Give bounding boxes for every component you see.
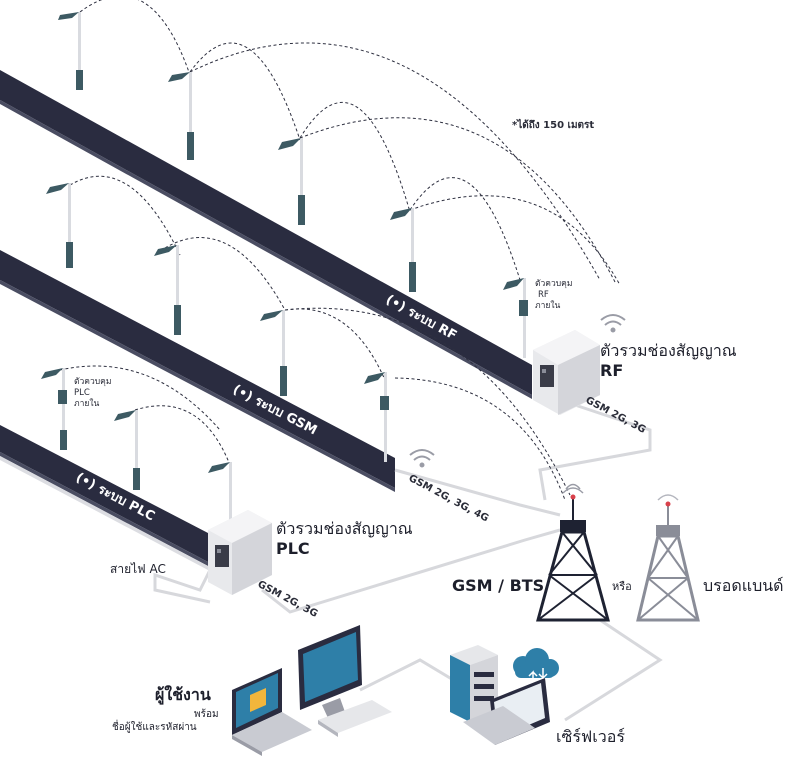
gsm-bts-label: GSM / BTS bbox=[452, 576, 544, 595]
rf-concentrator-title: ตัวรวมช่องสัญญาณ bbox=[600, 341, 737, 360]
rf-ribbon: (•) ระบบ RF bbox=[0, 70, 532, 399]
streetlight-rf-3 bbox=[278, 138, 305, 225]
server-laptop bbox=[463, 678, 550, 745]
rf-link-label: GSM 2G, 3G bbox=[584, 395, 648, 436]
streetlight-plc-2 bbox=[114, 410, 140, 490]
bts-server-line bbox=[564, 618, 663, 722]
streetlight-gsm-3 bbox=[260, 310, 287, 396]
svg-text:ภายใน: ภายใน bbox=[535, 300, 561, 311]
internal-rf-controller-label: ตัวควบคุม RF ภายใน bbox=[535, 279, 572, 311]
streetlight-rf-4 bbox=[390, 208, 416, 292]
svg-text:ภายใน: ภายใน bbox=[74, 398, 100, 409]
server-rack bbox=[450, 645, 498, 722]
user-label: ผู้ใช้งาน bbox=[155, 685, 211, 706]
user-sub2: ชื่อผู้ใช้และรหัสผ่าน bbox=[112, 719, 197, 733]
streetlight-rf-1 bbox=[58, 12, 83, 90]
rf-arcs bbox=[59, 0, 621, 501]
laptop bbox=[232, 668, 312, 756]
connection-lines bbox=[153, 403, 663, 722]
streetlight-rf-5 bbox=[503, 278, 528, 358]
gsm-link-line bbox=[394, 468, 561, 517]
ac-power-line-label: สายไฟ AC bbox=[110, 562, 166, 576]
rf-wifi-icon bbox=[600, 314, 626, 333]
plc-concentrator-box bbox=[208, 510, 272, 595]
gsm-bts-tower bbox=[536, 483, 610, 622]
plc-link-label: GSM 2G, 3G bbox=[256, 579, 320, 620]
internal-plc-controller-label: ตัวควบคุม PLC ภายใน bbox=[74, 377, 111, 409]
ac-line bbox=[153, 569, 212, 604]
range-note: *ได้ถึง 150 เมตรt bbox=[512, 118, 594, 131]
rf-concentrator-box bbox=[533, 330, 600, 415]
streetlight-gsm-2 bbox=[154, 245, 181, 335]
or-label: หรือ bbox=[612, 580, 632, 593]
streetlight-plc-3 bbox=[208, 462, 232, 527]
broadband-tower bbox=[636, 494, 700, 622]
plc-concentrator-title: ตัวรวมช่องสัญญาณ bbox=[276, 519, 413, 538]
streetlight-plc-1 bbox=[41, 368, 67, 450]
plc-link-line bbox=[261, 528, 561, 614]
streetlight-rf-2 bbox=[168, 72, 194, 160]
svg-text:PLC: PLC bbox=[74, 388, 90, 398]
rf-link-line bbox=[538, 403, 652, 501]
gsm-wifi-icon bbox=[409, 449, 435, 468]
gsm-link-label: GSM 2G, 3G, 4G bbox=[407, 473, 491, 524]
plc-ribbon: (•) ระบบ PLC bbox=[0, 425, 208, 570]
user-sub1: พร้อม bbox=[194, 708, 219, 720]
streetlight-gsm-1 bbox=[46, 183, 73, 268]
broadband-label: บรอดแบนด์ bbox=[703, 576, 784, 595]
plc-concentrator-subtitle: PLC bbox=[276, 539, 310, 558]
svg-text:RF: RF bbox=[538, 290, 549, 300]
cloud-icon bbox=[513, 648, 559, 682]
svg-text:ตัวควบคุม: ตัวควบคุม bbox=[535, 279, 572, 289]
streetlight-gsm-4 bbox=[364, 372, 389, 462]
desktop-monitor bbox=[298, 625, 392, 737]
rf-concentrator-subtitle: RF bbox=[600, 361, 623, 380]
svg-text:ตัวควบคุม: ตัวควบคุม bbox=[74, 377, 111, 387]
server-label: เซิร์ฟเวอร์ bbox=[556, 727, 625, 746]
